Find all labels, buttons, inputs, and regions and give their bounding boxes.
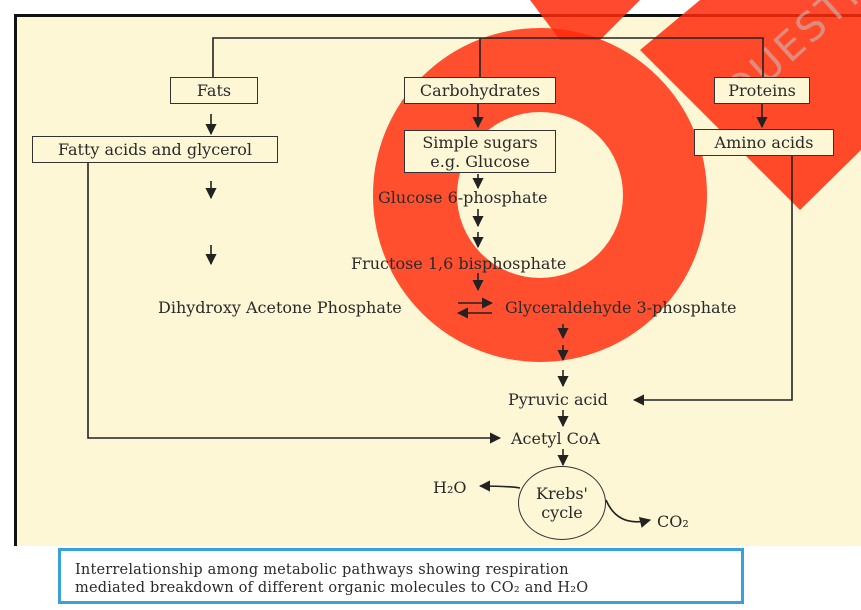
krebs-cycle-circle: Krebs' cycle	[518, 466, 606, 540]
proteins-box: Proteins	[714, 77, 810, 104]
caption-box: Interrelationship among metabolic pathwa…	[58, 548, 744, 604]
fatty-acids-box: Fatty acids and glycerol	[32, 136, 278, 163]
carbohydrates-box: Carbohydrates	[404, 77, 556, 104]
krebs-line2: cycle	[541, 503, 583, 522]
pyruvic-acid-label: Pyruvic acid	[508, 390, 608, 409]
caption-line2: mediated breakdown of different organic …	[75, 580, 589, 596]
acetyl-coa-label: Acetyl CoA	[511, 429, 601, 448]
simple-sugars-line1: Simple sugars	[422, 132, 538, 152]
co2-label: CO₂	[657, 512, 689, 531]
simple-sugars-box: Simple sugars e.g. Glucose	[404, 130, 556, 173]
h2o-label: H₂O	[433, 478, 467, 497]
g3p-label: Glyceraldehyde 3-phosphate	[505, 298, 737, 317]
fats-box: Fats	[170, 77, 258, 104]
krebs-line1: Krebs'	[536, 484, 588, 503]
amino-acids-box: Amino acids	[694, 129, 834, 156]
glucose-6-phosphate-label: Glucose 6-phosphate	[378, 188, 548, 207]
simple-sugars-line2: e.g. Glucose	[430, 151, 530, 171]
dhap-label: Dihydroxy Acetone Phosphate	[158, 298, 402, 317]
caption-line1: Interrelationship among metabolic pathwa…	[75, 562, 569, 578]
fructose-bisphosphate-label: Fructose 1,6 bisphosphate	[351, 254, 567, 273]
